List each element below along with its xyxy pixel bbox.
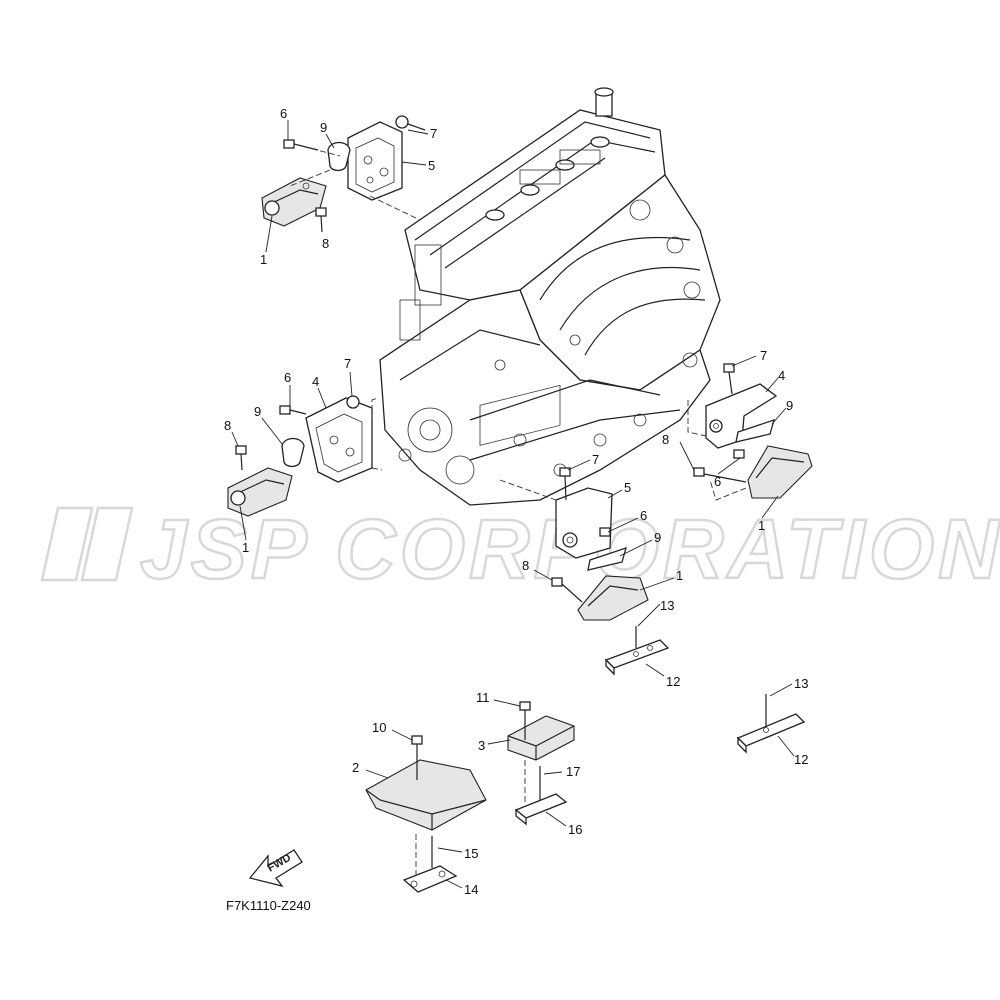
callout-label: 1 xyxy=(242,540,249,555)
callout-label: 7 xyxy=(430,126,437,141)
callout-label: 7 xyxy=(592,452,599,467)
callout-label: 13 xyxy=(794,676,808,691)
callout-label: 5 xyxy=(428,158,435,173)
leader-lines xyxy=(231,120,795,889)
mount-group-center xyxy=(499,467,649,621)
callout-label: 6 xyxy=(280,106,287,121)
callout-label: 1 xyxy=(260,252,267,267)
callout-label: 8 xyxy=(322,236,329,251)
callout-label: 7 xyxy=(760,348,767,363)
callout-label: 15 xyxy=(464,846,478,861)
callout-label: 10 xyxy=(372,720,386,735)
callout-label: 8 xyxy=(662,432,669,447)
callout-label: 4 xyxy=(778,368,785,383)
callout-labels: 6 9 7 5 1 8 6 7 4 9 8 1 7 4 9 8 6 1 7 5 … xyxy=(224,106,808,897)
callout-label: 9 xyxy=(786,398,793,413)
diagram-code: F7K1110-Z240 xyxy=(226,898,311,913)
callout-label: 9 xyxy=(254,404,261,419)
watermark: JSP CORPORATION xyxy=(40,501,1000,597)
callout-label: 6 xyxy=(284,370,291,385)
callout-label: 2 xyxy=(352,760,359,775)
callout-label: 5 xyxy=(624,480,631,495)
callout-label: 12 xyxy=(666,674,680,689)
engine-block xyxy=(379,87,721,506)
callout-label: 12 xyxy=(794,752,808,767)
callout-label: 9 xyxy=(320,120,327,135)
lower-hardware xyxy=(365,626,806,893)
callout-label: 8 xyxy=(224,418,231,433)
callout-label: 13 xyxy=(660,598,674,613)
callout-label: 6 xyxy=(714,474,721,489)
mount-group-mid-left xyxy=(227,395,383,517)
mount-group-right xyxy=(687,363,813,501)
callout-label: 16 xyxy=(568,822,582,837)
callout-label: 11 xyxy=(476,690,490,705)
mount-group-top-left xyxy=(261,115,426,233)
callout-label: 6 xyxy=(640,508,647,523)
callout-label: 17 xyxy=(566,764,580,779)
callout-label: 8 xyxy=(522,558,529,573)
callout-label: 3 xyxy=(478,738,485,753)
callout-label: 14 xyxy=(464,882,478,897)
fwd-arrow-icon: FWD xyxy=(248,849,303,888)
callout-label: 7 xyxy=(344,356,351,371)
callout-label: 1 xyxy=(758,518,765,533)
callout-label: 4 xyxy=(312,374,319,389)
callout-label: 1 xyxy=(676,568,683,583)
callout-label: 9 xyxy=(654,530,661,545)
